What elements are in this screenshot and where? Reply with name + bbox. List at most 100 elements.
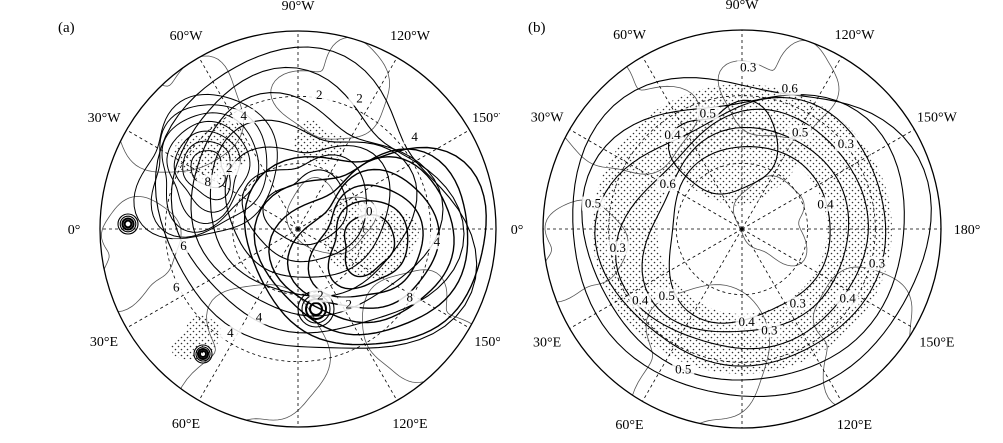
meridian-label: 30°W (531, 111, 565, 126)
map-interior (100, 36, 491, 427)
contour-label-bg (232, 109, 255, 124)
contour-label: 0.5 (700, 105, 716, 120)
contour-label: 4 (227, 325, 234, 340)
meridian-label: 120°E (837, 418, 872, 433)
graticule (100, 31, 496, 427)
contour-label: 0.6 (660, 176, 677, 191)
contour-line (224, 144, 391, 278)
contour-label: 2 (317, 287, 324, 302)
contour-label: 0.3 (761, 323, 777, 338)
map-boundary (99, 30, 497, 428)
contour-label: 0.6 (782, 80, 799, 95)
contour-label: 0.4 (839, 291, 856, 306)
polar-map-panel-a: (a) 90°W120°W150°W180°150°E120°E90°E60°E… (0, 0, 500, 443)
contour-label: 0.3 (740, 60, 756, 75)
contour-line (190, 92, 444, 317)
contour-label: 0 (366, 203, 373, 218)
meridian-label: 0° (68, 223, 81, 238)
contour-line (123, 219, 133, 229)
contour-line (173, 130, 241, 213)
meridian-line (297, 129, 470, 230)
contour-label-bg (582, 196, 604, 211)
contour-label-bg (403, 129, 426, 144)
contour-label: 4 (241, 108, 248, 123)
contour-line (327, 199, 409, 290)
contour-line (307, 184, 424, 298)
contour-label: 0.4 (632, 293, 649, 308)
contour-line (594, 96, 887, 367)
graticule (543, 30, 941, 428)
contour-line (121, 217, 135, 231)
meridian-label: 120°E (392, 417, 427, 432)
contour-label-bg (758, 323, 781, 338)
meridian-labels: 90°W120°W150°W180°150°E120°E90°E60°E30°E… (68, 0, 500, 432)
contour-label-bg (778, 81, 801, 96)
meridian-line (297, 57, 398, 230)
contour-line (241, 154, 367, 263)
contour-line (199, 350, 207, 358)
coastline (629, 284, 770, 428)
contour-label: 0.4 (664, 127, 681, 142)
meridian-label: 90°W (726, 0, 760, 13)
meridian-label: 120°W (390, 29, 431, 44)
coastline (270, 36, 390, 140)
contour-label: 6 (180, 238, 187, 253)
contour-label: 8 (406, 290, 413, 305)
contour-label-bg (425, 235, 448, 250)
meridian-label: 90°W (282, 0, 316, 14)
meridian-label: 180° (954, 223, 981, 238)
contour-label: 0.3 (610, 240, 626, 255)
meridian-label: 30°W (88, 111, 122, 126)
contour-label-bg (218, 161, 241, 176)
contour-line (182, 140, 231, 201)
contour-line (343, 214, 396, 278)
contour-label-bg (629, 293, 652, 308)
contour-line (668, 146, 831, 324)
contour-label: 2 (226, 160, 233, 175)
contour-label: 8 (204, 174, 211, 189)
contour-label-bg (172, 238, 195, 253)
contour-label: 0.4 (738, 314, 755, 329)
contour-label-bg (219, 326, 242, 341)
contour-label-bg (786, 296, 809, 311)
contour-label: 0.5 (675, 362, 691, 377)
contour-label-bg (248, 310, 270, 325)
contour-line (243, 146, 487, 346)
coastline (732, 175, 808, 267)
meridian-label: 60°E (172, 417, 200, 432)
meridian-label: 0° (511, 223, 524, 238)
contour-label: 4 (256, 309, 263, 324)
meridian-label: 150°W (917, 111, 958, 126)
contour-label: 0.3 (869, 256, 885, 271)
contour-label-bg (309, 288, 332, 303)
coastline (543, 199, 629, 303)
contour-line (268, 155, 455, 324)
contour-label: 4 (434, 234, 441, 249)
contour-line (166, 120, 251, 225)
contour-line (581, 94, 905, 381)
contour-label-bg (735, 314, 758, 329)
meridian-label: 60°W (613, 28, 647, 43)
contour-label: 0.5 (659, 288, 675, 303)
contour-line (117, 213, 139, 235)
panel-label-b: (b) (528, 20, 546, 36)
contour-label-bg (337, 297, 360, 312)
contour-line (262, 169, 348, 246)
polar-stereographic-map-a: 90°W120°W150°W180°150°E120°E90°E60°E30°E… (68, 0, 500, 432)
contour-label-bg (358, 204, 381, 219)
contour-label-bg (814, 197, 837, 212)
panel-label-a: (a) (58, 20, 75, 36)
contour-line (572, 77, 932, 398)
contour-label-bg (834, 137, 857, 152)
contour-line (133, 93, 278, 240)
contour-label-bg (737, 60, 760, 75)
contour-line (197, 348, 209, 360)
meridian-label: 150°E (919, 336, 954, 351)
contour-label-bg (672, 362, 695, 377)
contour-label: 0.3 (838, 136, 854, 151)
contour-label: 2 (345, 296, 352, 311)
meridian-label: 30°E (90, 335, 118, 350)
contour-label-bg (655, 289, 678, 303)
contour-label-bg (656, 177, 679, 192)
